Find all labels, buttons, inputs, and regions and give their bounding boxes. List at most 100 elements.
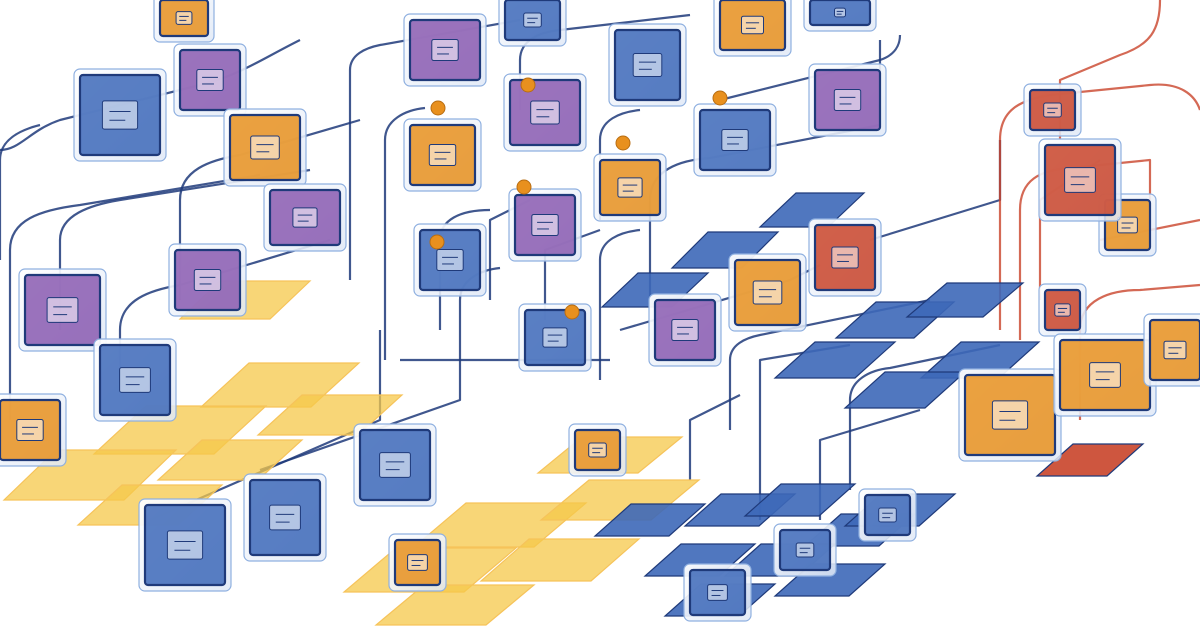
document-icon: [878, 507, 897, 523]
card-35: [1053, 333, 1157, 417]
clipboard-icon: [1064, 167, 1096, 193]
card-11: [403, 118, 482, 192]
image-icon: [46, 297, 79, 323]
card-15: [593, 153, 667, 222]
clipboard-icon: [707, 584, 728, 601]
card-12: [693, 103, 777, 177]
connector-line-4: [58, 168, 311, 330]
connector-line-8: [383, 106, 426, 360]
box-icon: [1054, 303, 1071, 317]
connector-line-26: [598, 228, 641, 380]
image-icon: [531, 213, 559, 237]
notification-badge-5: [429, 234, 445, 250]
connector-line-7: [348, 18, 521, 280]
connector-line-3: [8, 173, 261, 420]
folder-icon: [428, 143, 457, 167]
card-25: [518, 303, 592, 372]
floor-tile-10: [479, 538, 641, 582]
box-icon: [1043, 102, 1062, 118]
notification-badge-3: [615, 135, 631, 151]
card-18: [18, 268, 107, 352]
card-10: [503, 73, 587, 152]
card-2: [403, 13, 487, 87]
connector-line-20: [728, 298, 931, 430]
card-9: [223, 108, 307, 187]
card-7: [73, 68, 167, 162]
card-38: [683, 563, 752, 622]
image-icon: [671, 318, 699, 342]
card-16: [508, 188, 582, 262]
clipboard-icon: [166, 530, 204, 560]
card-8: [173, 43, 247, 117]
card-20: [93, 338, 177, 422]
gear-icon: [632, 53, 663, 77]
card-17: [413, 223, 487, 297]
floor-tile-23: [743, 483, 857, 517]
toolbox-icon: [991, 400, 1029, 430]
floor-tile-21: [843, 371, 967, 409]
toolbox-icon: [1117, 216, 1138, 234]
floor-tile-18: [905, 282, 1025, 318]
box-icon: [1163, 340, 1187, 360]
printer-icon: [523, 12, 542, 28]
document-icon: [101, 100, 139, 130]
pen-icon: [250, 135, 280, 160]
floor-tile-27: [593, 503, 707, 537]
card-29: [568, 423, 627, 477]
chart-icon: [196, 68, 224, 92]
card-32: [1038, 138, 1122, 222]
card-37: [773, 523, 837, 577]
connector-line-24: [688, 394, 741, 480]
card-13: [808, 63, 887, 137]
connector-line-23: [848, 343, 1001, 490]
connector-line-11: [149, 330, 382, 522]
toolbox-icon: [16, 418, 44, 442]
clipboard-icon: [436, 248, 464, 272]
document-icon: [831, 246, 859, 269]
card-5: [713, 0, 792, 57]
connector-line-25: [869, 140, 1002, 242]
card-30: [1023, 83, 1082, 137]
card-21: [0, 393, 67, 467]
card-14: [263, 183, 347, 252]
connector-line-2: [0, 123, 41, 260]
document-icon: [407, 554, 428, 571]
printer-icon: [379, 452, 411, 478]
card-22: [648, 293, 722, 367]
card-6: [803, 0, 877, 32]
floor-tile-20: [773, 341, 897, 379]
box-icon: [1089, 362, 1121, 388]
card-27: [243, 473, 327, 562]
document-icon: [721, 128, 749, 152]
clipboard-icon: [741, 15, 764, 35]
pen-icon: [617, 177, 643, 198]
connector-line-15: [598, 108, 641, 220]
notification-badge-6: [516, 179, 532, 195]
notification-badge-7: [564, 304, 580, 320]
lock-icon: [119, 367, 151, 393]
toolbox-icon: [269, 504, 301, 531]
box-icon: [292, 207, 318, 228]
floor-tile-13: [374, 584, 536, 626]
image-icon: [833, 88, 862, 112]
image-icon: [588, 442, 607, 458]
card-24: [808, 218, 882, 297]
document-icon: [175, 11, 193, 25]
card-3: [498, 0, 567, 47]
image-icon: [795, 542, 815, 558]
card-39: [858, 488, 917, 542]
card-19: [168, 243, 247, 317]
card-4: [608, 23, 687, 107]
connector-line-17: [719, 34, 902, 102]
card-28: [138, 498, 232, 592]
card-1: [153, 0, 215, 43]
image-icon: [530, 100, 560, 125]
toolbox-icon: [193, 268, 222, 292]
card-23: [728, 253, 807, 332]
card-36: [1143, 313, 1200, 387]
notification-badge-2: [520, 77, 536, 93]
card-34: [958, 368, 1062, 462]
card-33: [1038, 283, 1087, 337]
connector-line-red-1: [1058, 0, 1162, 140]
